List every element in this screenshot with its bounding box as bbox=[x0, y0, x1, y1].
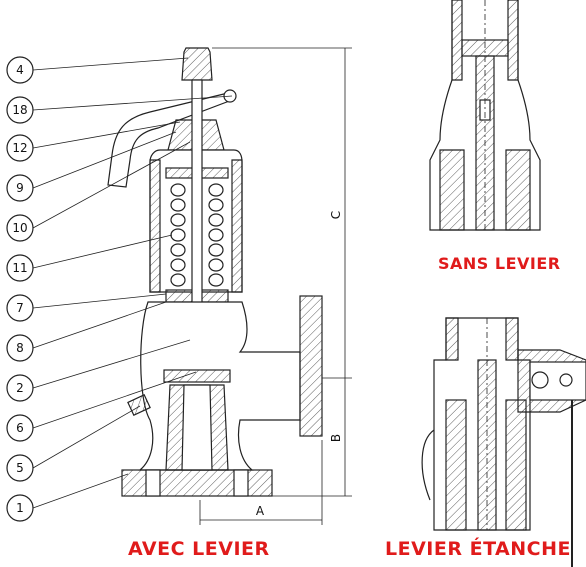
dimension-c-label: C bbox=[329, 211, 343, 219]
svg-text:11: 11 bbox=[12, 261, 27, 275]
svg-text:8: 8 bbox=[16, 341, 24, 355]
caption-sans-levier: SANS LEVIER bbox=[438, 254, 561, 273]
svg-text:7: 7 bbox=[16, 301, 24, 315]
valve-cap bbox=[181, 47, 213, 81]
callout-bubbles: 4 18 12 9 10 11 7 8 2 6 5 1 bbox=[6, 56, 34, 522]
valve-disc bbox=[163, 369, 231, 383]
callout-leaders bbox=[32, 57, 233, 509]
callout-6: 6 bbox=[6, 414, 34, 442]
outlet-flange bbox=[299, 295, 323, 437]
spring bbox=[170, 183, 224, 287]
callout-18: 18 bbox=[6, 96, 34, 124]
callout-7: 7 bbox=[6, 294, 34, 322]
inlet-flange bbox=[121, 469, 273, 497]
callout-10: 10 bbox=[6, 214, 34, 242]
callout-12: 12 bbox=[6, 134, 34, 162]
dimension-b-label: B bbox=[329, 434, 343, 442]
main-valve-drawing bbox=[107, 47, 323, 497]
caption-avec-levier: AVEC LEVIER bbox=[128, 538, 270, 560]
lever-handle bbox=[107, 91, 233, 188]
svg-text:2: 2 bbox=[16, 381, 24, 395]
svg-text:18: 18 bbox=[12, 103, 27, 117]
svg-text:5: 5 bbox=[16, 461, 24, 475]
callout-8: 8 bbox=[6, 334, 34, 362]
callout-5: 5 bbox=[6, 454, 34, 482]
caption-levier-etanche: LEVIER ÉTANCHE bbox=[385, 538, 571, 560]
svg-text:9: 9 bbox=[16, 181, 24, 195]
callout-4: 4 bbox=[6, 56, 34, 84]
svg-text:10: 10 bbox=[12, 221, 27, 235]
callout-1: 1 bbox=[6, 494, 34, 522]
svg-text:4: 4 bbox=[16, 63, 24, 77]
dimension-a-label: A bbox=[256, 504, 265, 518]
callout-9: 9 bbox=[6, 174, 34, 202]
svg-text:1: 1 bbox=[16, 501, 24, 515]
detail-sans-levier bbox=[429, 0, 541, 231]
callout-2: 2 bbox=[6, 374, 34, 402]
callout-11: 11 bbox=[6, 254, 34, 282]
detail-levier-etanche bbox=[421, 317, 586, 567]
svg-text:12: 12 bbox=[12, 141, 27, 155]
svg-text:6: 6 bbox=[16, 421, 24, 435]
dimension-lines bbox=[199, 47, 352, 525]
